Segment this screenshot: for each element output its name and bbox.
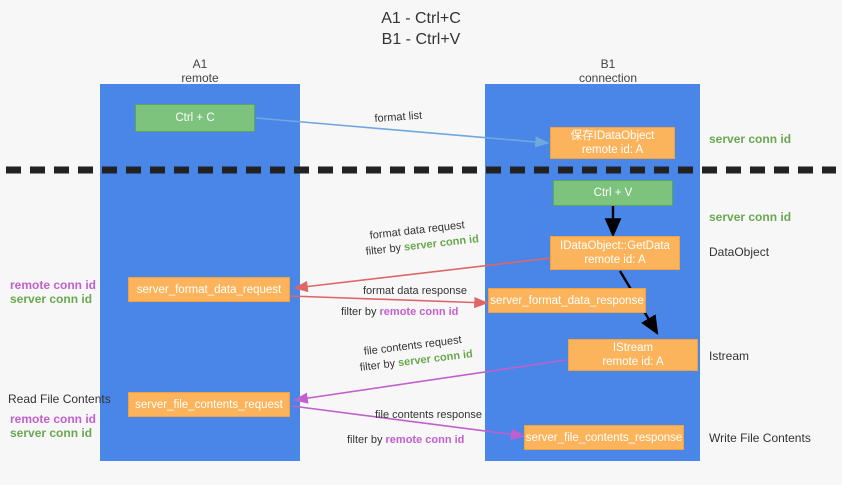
column-b1-role: connection <box>578 71 638 85</box>
box-save-idataobject-line2: remote id: A <box>581 144 644 156</box>
page-title: A1 - Ctrl+C B1 - Ctrl+V <box>0 8 842 50</box>
box-istream-line1: IStream <box>612 342 654 354</box>
caption-format-data-response: format data response <box>363 285 467 297</box>
filter-by-text-3: filter by <box>359 357 396 374</box>
column-header-a1: A1 remote <box>130 57 270 85</box>
caption-filter-by-remote-conn-id-2: filter by remote conn id <box>347 433 464 448</box>
box-ctrl-c[interactable]: Ctrl + C <box>135 104 255 132</box>
label-server-conn-id-top: server conn id <box>709 132 792 146</box>
column-a1-role: remote <box>181 71 219 85</box>
box-ctrl-v-label: Ctrl + V <box>593 187 633 199</box>
box-server-format-data-request-label: server_format_data_request <box>136 283 282 296</box>
box-ctrl-v[interactable]: Ctrl + V <box>553 180 673 206</box>
label-istream: Istream <box>709 349 750 363</box>
column-b1-name: B1 <box>600 57 616 71</box>
filter-by-text-4: filter by <box>347 434 383 446</box>
filter-by-text-1: filter by <box>365 241 402 258</box>
box-server-file-contents-response[interactable]: server_file_contents_response <box>524 425 684 450</box>
filter-by-text-2: filter by <box>341 306 377 318</box>
label-read-file-contents: Read File Contents <box>8 392 111 406</box>
box-server-format-data-request[interactable]: server_format_data_request <box>128 277 290 302</box>
caption-filter-by-remote-conn-id-1: filter by remote conn id <box>341 305 458 320</box>
box-getdata-line2: remote id: A <box>584 254 646 266</box>
box-save-idataobject[interactable]: 保存IDataObject remote id: A <box>550 127 675 159</box>
column-a1-name: A1 <box>192 57 208 71</box>
box-server-file-contents-request[interactable]: server_file_contents_request <box>128 392 290 417</box>
label-remote-conn-id-mid: remote conn id <box>10 278 97 292</box>
box-server-format-data-response[interactable]: server_format_data_response <box>488 288 646 313</box>
remote-conn-id-text-2: remote conn id <box>385 434 465 446</box>
box-server-file-contents-request-label: server_file_contents_request <box>135 398 283 411</box>
box-server-file-contents-response-label: server_file_contents_response <box>525 431 683 444</box>
title-line-2: B1 - Ctrl+V <box>381 31 461 48</box>
label-write-file-contents: Write File Contents <box>709 431 811 445</box>
box-getdata[interactable]: IDataObject::GetData remote id: A <box>550 236 680 270</box>
box-save-idataobject-line1: 保存IDataObject <box>570 130 655 142</box>
box-istream[interactable]: IStream remote id: A <box>568 339 698 371</box>
box-getdata-line1: IDataObject::GetData <box>560 240 670 252</box>
title-line-1: A1 - Ctrl+C <box>381 10 461 27</box>
label-server-conn-id-left-mid: server conn id <box>10 292 93 306</box>
label-remote-conn-id-bottom: remote conn id <box>10 412 97 426</box>
remote-conn-id-text-1: remote conn id <box>379 306 459 318</box>
label-server-conn-id-bottom: server conn id <box>10 426 93 440</box>
column-header-b1: B1 connection <box>533 57 683 85</box>
label-dataobject: DataObject <box>709 245 770 259</box>
caption-format-list: format list <box>374 109 423 125</box>
caption-file-contents-response: file contents response <box>375 409 483 421</box>
box-ctrl-c-label: Ctrl + C <box>175 112 215 124</box>
box-server-format-data-response-label: server_format_data_response <box>490 294 644 307</box>
label-server-conn-id-mid: server conn id <box>709 210 792 224</box>
box-istream-line2: remote id: A <box>602 356 664 368</box>
